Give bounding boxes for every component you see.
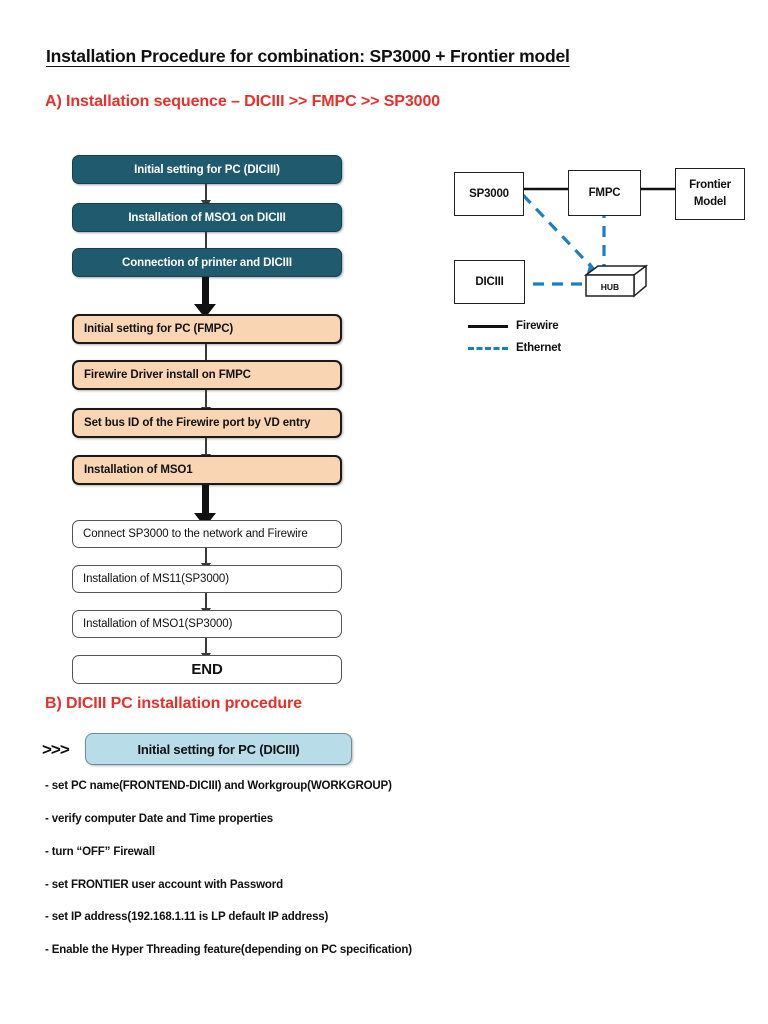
- flow-step-2[interactable]: Installation of MSO1 on DICIII: [72, 203, 342, 232]
- flow-step-label: Initial setting for PC (DICIII): [134, 163, 280, 176]
- list-item: - set PC name(FRONTEND-DICIII) and Workg…: [45, 780, 392, 792]
- net-node-diciii[interactable]: DICIII: [454, 260, 525, 304]
- list-item: - set IP address(192.168.1.11 is LP defa…: [45, 911, 329, 923]
- net-node-label: Frontier Model: [689, 179, 731, 208]
- ethernet-line-icon: [468, 346, 508, 350]
- list-item: - set FRONTIER user account with Passwor…: [45, 879, 283, 891]
- flow-step-10[interactable]: Installation of MSO1(SP3000): [72, 610, 342, 638]
- flow-step-4[interactable]: Initial setting for PC (FMPC): [72, 314, 342, 344]
- flow-step-8[interactable]: Connect SP3000 to the network and Firewi…: [72, 520, 342, 548]
- flow-connector-10: [201, 638, 211, 661]
- flow-step-end[interactable]: END: [72, 655, 342, 684]
- installation-sequence-flowchart: Initial setting for PC (DICIII) Installa…: [0, 0, 400, 700]
- flow-step-3[interactable]: Connection of printer and DICIII: [72, 248, 342, 277]
- flow-step-label: END: [191, 661, 223, 678]
- flow-connector-3-thick: [194, 277, 216, 318]
- flow-step-label: Connection of printer and DICIII: [122, 256, 292, 269]
- net-node-label: FMPC: [588, 186, 621, 199]
- flow-step-label: Installation of MSO1(SP3000): [83, 618, 233, 630]
- flow-connector-1: [201, 184, 211, 208]
- net-node-label: DICIII: [475, 275, 504, 288]
- flow-step-label: Set bus ID of the Firewire port by VD en…: [84, 417, 311, 429]
- net-node-fmpc[interactable]: FMPC: [568, 170, 641, 216]
- list-item: - turn “OFF” Firewall: [45, 846, 155, 858]
- flow-connector-2: [201, 232, 211, 256]
- network-topology-diagram: SP3000 FMPC Frontier Model DICIII HUB Fi…: [440, 150, 768, 375]
- flow-step-label: Initial setting for PC (FMPC): [84, 323, 234, 335]
- flow-step-label: Firewire Driver install on FMPC: [84, 369, 251, 381]
- legend-label: Ethernet: [516, 342, 562, 354]
- flow-step-label: Installation of MS11(SP3000): [83, 573, 229, 585]
- flow-connector-4: [201, 344, 211, 368]
- flow-step-label: Installation of MSO1 on DICIII: [128, 211, 286, 224]
- step-title-box[interactable]: Initial setting for PC (DICIII): [85, 733, 352, 765]
- flow-connector-7-thick: [194, 485, 216, 527]
- hub-label: HUB: [600, 282, 620, 292]
- flow-step-7[interactable]: Installation of MSO1: [72, 455, 342, 485]
- flow-step-6[interactable]: Set bus ID of the Firewire port by VD en…: [72, 408, 342, 438]
- flow-connector-8: [201, 548, 211, 571]
- section-a-heading: A) Installation sequence – DICIII >> FMP…: [45, 93, 441, 110]
- net-node-label: SP3000: [469, 187, 509, 200]
- flow-step-label: Connect SP3000 to the network and Firewi…: [83, 528, 308, 540]
- network-connection-lines: [495, 187, 675, 298]
- legend-item-ethernet: Ethernet: [468, 342, 561, 354]
- section-b-heading: B) DICIII PC installation procedure: [45, 695, 302, 712]
- flow-step-label: Installation of MSO1: [84, 464, 193, 476]
- flow-connector-5: [201, 390, 211, 415]
- net-node-sp3000[interactable]: SP3000: [454, 172, 524, 216]
- hub-3d-block: [583, 264, 649, 298]
- flow-step-5[interactable]: Firewire Driver install on FMPC: [72, 360, 342, 390]
- net-node-hub[interactable]: HUB: [586, 274, 644, 302]
- step-marker-icon: >>>: [42, 740, 70, 759]
- flow-connector-9: [201, 593, 211, 616]
- firewire-line-icon: [468, 324, 508, 328]
- list-item: - verify computer Date and Time properti…: [45, 813, 274, 825]
- flow-step-1[interactable]: Initial setting for PC (DICIII): [72, 155, 342, 184]
- flow-step-9[interactable]: Installation of MS11(SP3000): [72, 565, 342, 593]
- legend-item-firewire: Firewire: [468, 320, 559, 332]
- legend-label: Firewire: [516, 320, 559, 332]
- page-title: Installation Procedure for combination: …: [46, 46, 570, 66]
- step-title-label: Initial setting for PC (DICIII): [137, 741, 300, 757]
- flow-connector-6: [201, 438, 211, 462]
- net-node-frontier-model[interactable]: Frontier Model: [675, 168, 745, 220]
- list-item: - Enable the Hyper Threading feature(dep…: [45, 944, 412, 956]
